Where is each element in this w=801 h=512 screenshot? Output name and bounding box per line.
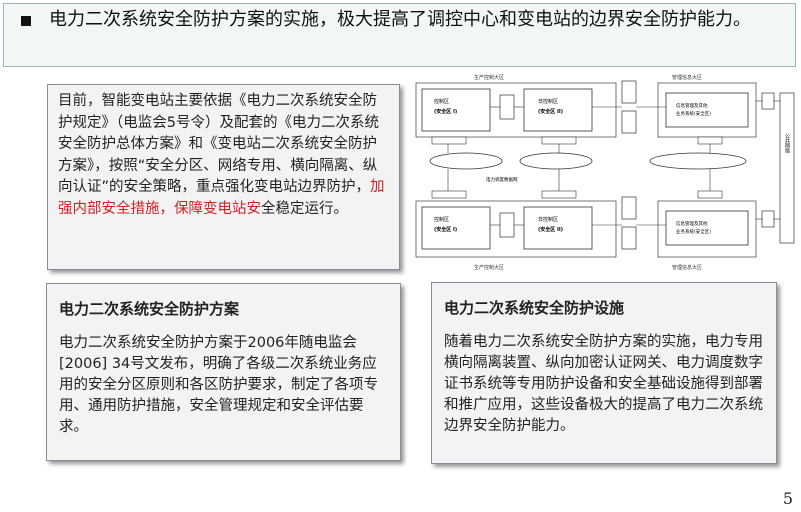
diagram-top-label-right: 管理信息大区 <box>672 74 702 81</box>
diagram-zone3-label-b: 信息管理及其他 <box>676 220 708 227</box>
diagram-top-production-frame <box>415 82 617 138</box>
diagram-network-label: 电力调度数据网 <box>486 176 518 183</box>
diagram-zone1-sub-b: (安全区 I) <box>434 226 457 233</box>
diagram-zone3-sub-b: 业务系统(安全区) <box>676 228 711 235</box>
diagram-bottom-production-frame <box>415 200 617 258</box>
protection-device-body: 随着电力二次系统安全防护方案的实施，电力专用横向隔离装置、纵向加密认证网关、电力… <box>444 334 763 434</box>
header-banner: 电力二次系统安全防护方案的实施，极大提高了调控中心和变电站的边界安全防护能力。 <box>3 3 796 67</box>
diagram-zone2-top <box>523 88 593 132</box>
intro-card: 目前，智能变电站主要依据《电力二次系统安全防护规定》（电监会5号令）及配套的《电… <box>47 84 400 270</box>
diagram-zone1-top <box>421 88 491 132</box>
diagram-isolator-bottom-1 <box>621 196 637 220</box>
diagram-zone3-top <box>665 92 749 128</box>
diagram-encrypt-top-1 <box>431 136 467 145</box>
diagram-zone1-label-b: 控制区 <box>434 216 449 223</box>
diagram-isolator-top-2 <box>621 110 637 134</box>
diagram-zone2-sub-b: (安全区 II) <box>538 226 563 233</box>
diagram-side-box-top <box>761 92 775 110</box>
diagram-encrypt-top-2 <box>541 136 577 145</box>
protection-device-card: 电力二次系统安全防护设施 随着电力二次系统安全防护方案的实施，电力专用横向隔离装… <box>431 282 777 464</box>
diagram-firewall-bottom <box>499 212 515 238</box>
page-number: 5 <box>782 489 793 508</box>
intro-highlight: 加强内部安全措施，保障变电站安 <box>58 179 385 217</box>
diagram-encrypt-bottom-1 <box>431 190 467 199</box>
diagram-zone2-label: 非控制区 <box>538 98 558 105</box>
diagram-zone3-bottom <box>665 210 749 246</box>
diagram-bottom-mgmt-frame <box>657 200 757 258</box>
protection-plan-card: 电力二次系统安全防护方案 电力二次系统安全防护方案于2006年随电监会[2006… <box>46 283 401 461</box>
diagram-zone1-label: 控制区 <box>434 98 449 105</box>
diagram-zone2-label-b: 非控制区 <box>538 216 558 223</box>
header-title: 电力二次系统安全防护方案的实施，极大提高了调控中心和变电站的边界安全防护能力。 <box>49 9 751 30</box>
diagram-router-bottom <box>697 190 723 199</box>
protection-device-title: 电力二次系统安全防护设施 <box>444 299 625 317</box>
protection-plan-title: 电力二次系统安全防护方案 <box>59 300 240 318</box>
diagram-network-ellipse-2 <box>519 152 593 170</box>
diagram-side-label: 公共网络 <box>784 133 790 154</box>
diagram-network-ellipse-1 <box>429 152 503 170</box>
diagram-firewall-top <box>499 94 515 120</box>
protection-plan-body: 电力二次系统安全防护方案于2006年随电监会[2006] 34号文发布，明确了各… <box>59 335 378 435</box>
diagram-zone3-sub: 业务系统(安全区) <box>676 110 711 117</box>
diagram-public-network-bar <box>779 92 795 244</box>
diagram-bottom-label-right: 管理信息大区 <box>672 264 702 271</box>
diagram-bottom-label-left: 生产控制大区 <box>474 264 504 271</box>
diagram-zone1-sub: (安全区 I) <box>434 108 457 115</box>
diagram-network-ellipse-3 <box>649 152 747 170</box>
diagram-router-top <box>697 136 723 145</box>
intro-text: 目前，智能变电站主要依据《电力二次系统安全防护规定》（电监会5号令）及配套的《电… <box>58 93 379 195</box>
diagram-side-box-bottom <box>761 210 775 228</box>
diagram-zone1-bottom <box>421 206 491 250</box>
diagram-zone3-label: 信息管理及其他 <box>676 102 708 109</box>
bullet-icon <box>21 16 31 26</box>
security-architecture-diagram: 生产控制大区 管理信息大区 控制区 (安全区 I) 非控制区 (安全区 II) … <box>414 73 798 273</box>
diagram-isolator-bottom-2 <box>621 226 637 250</box>
diagram-zone2-sub: (安全区 II) <box>538 108 563 115</box>
intro-text-end: 全稳定运行。 <box>261 200 348 217</box>
diagram-isolator-top-1 <box>621 80 637 104</box>
diagram-top-label-left: 生产控制大区 <box>474 74 504 81</box>
diagram-encrypt-bottom-2 <box>541 190 577 199</box>
diagram-zone2-bottom <box>523 206 593 250</box>
